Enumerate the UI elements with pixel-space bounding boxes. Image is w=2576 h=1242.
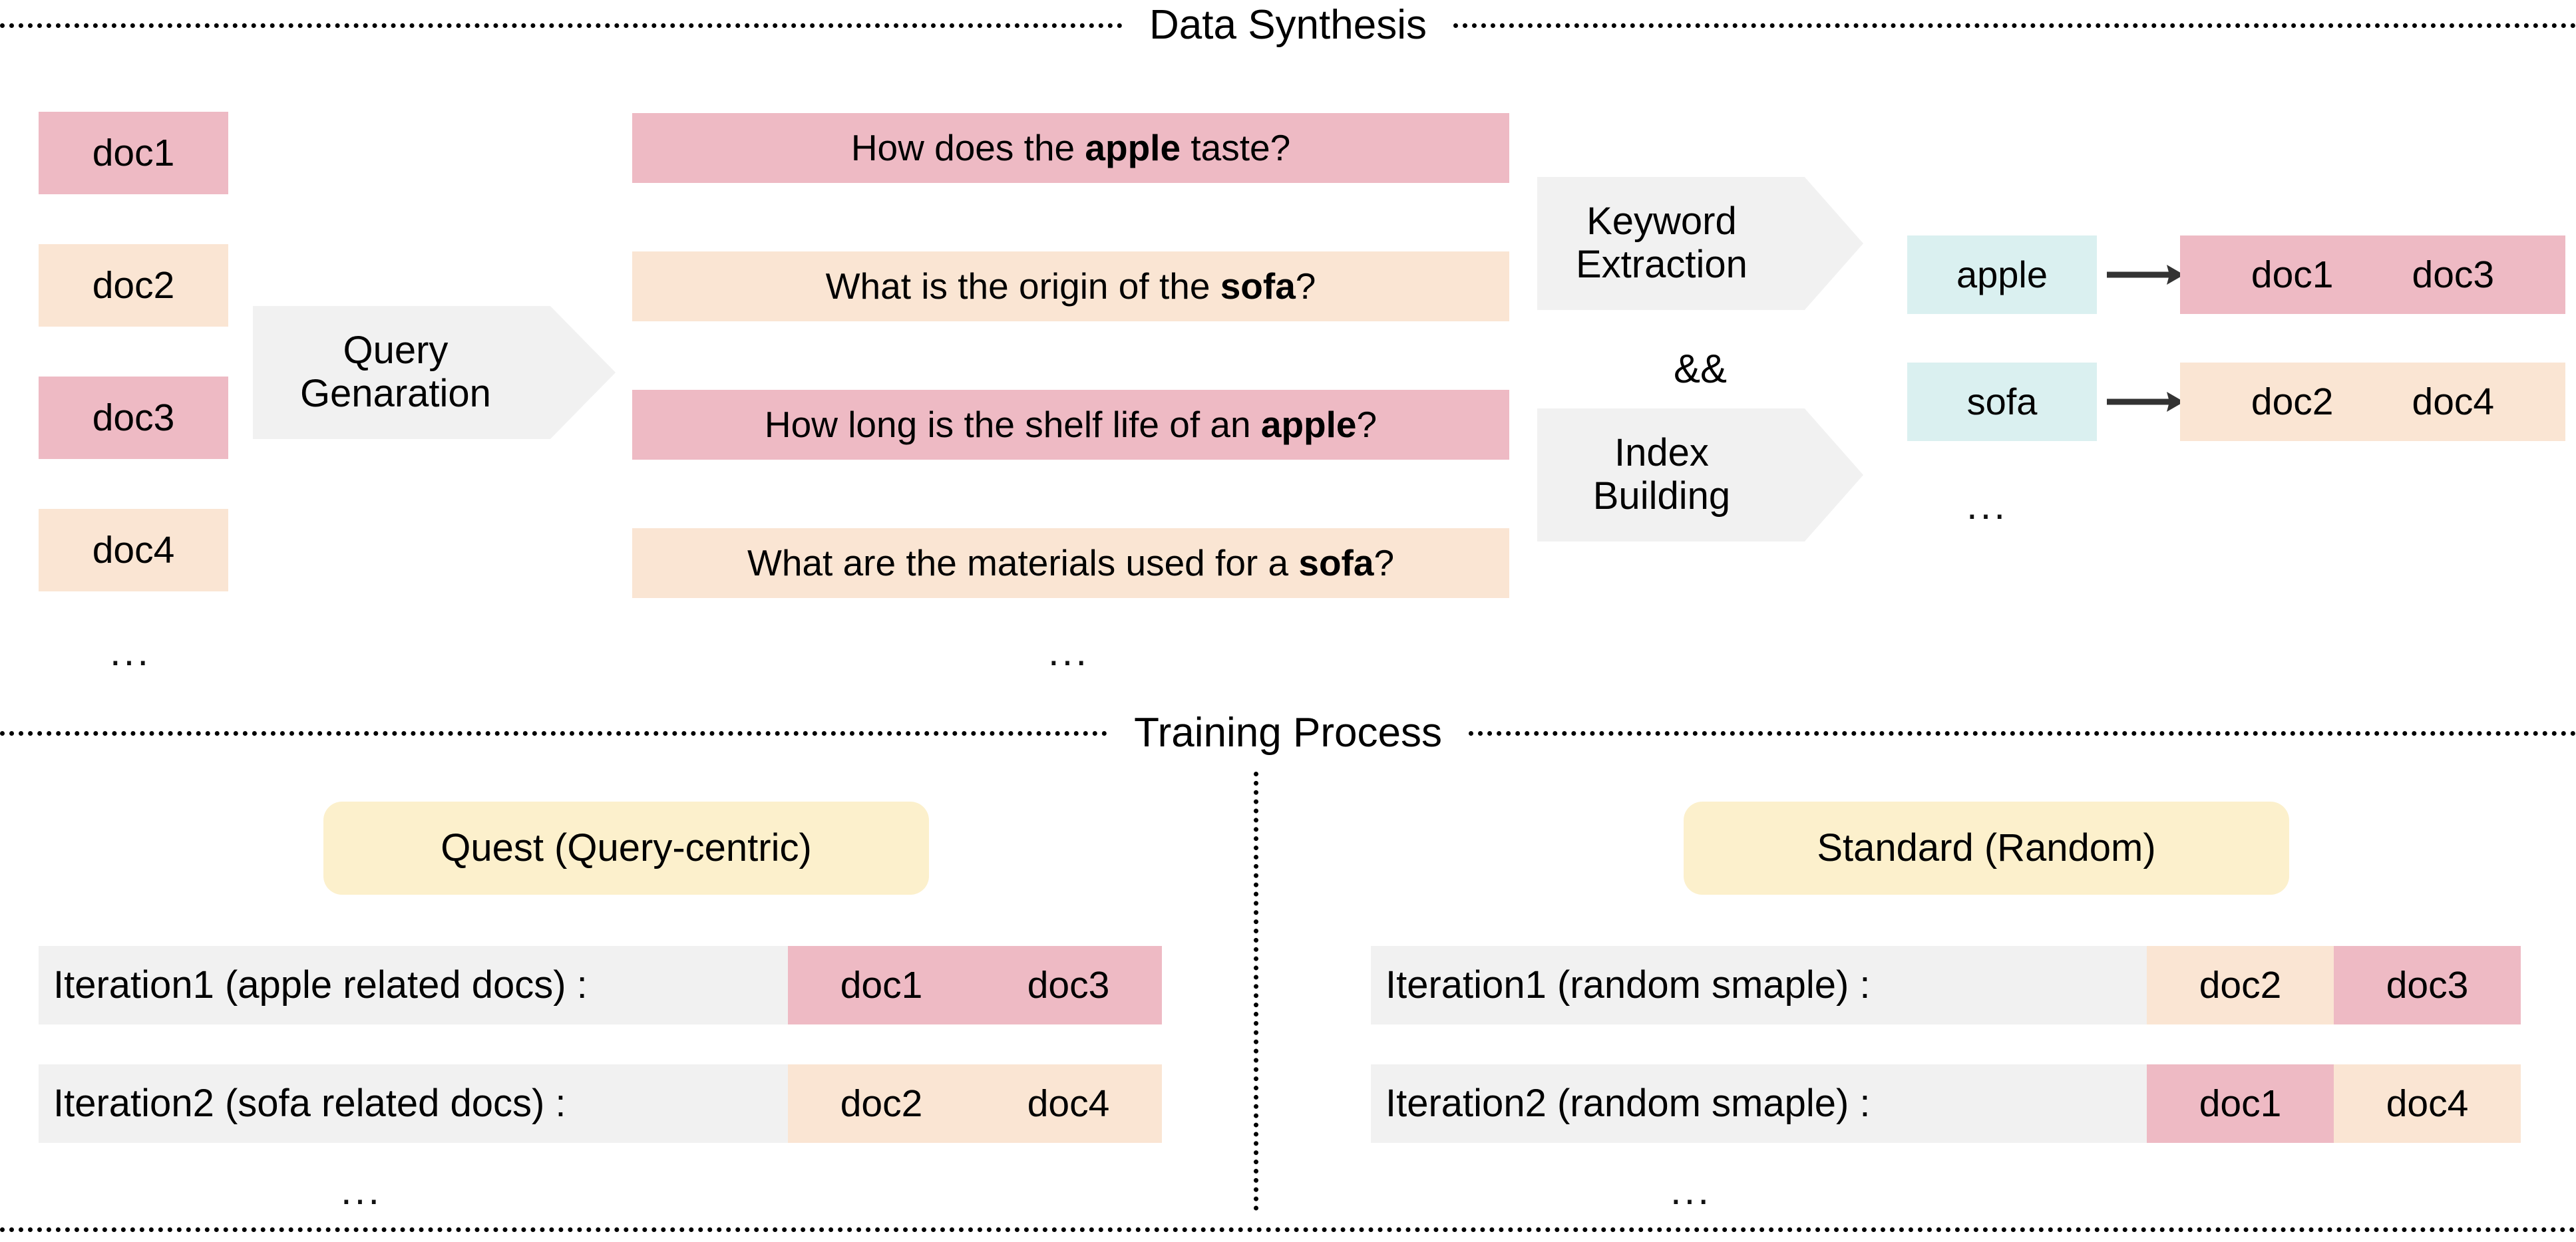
- conjunction-and-and: &&: [1673, 347, 1728, 391]
- section-title-data-synthesis: Data Synthesis: [1149, 2, 1427, 48]
- quest-iteration-doc-label: doc1: [840, 963, 923, 1007]
- index-docs-apple[interactable]: doc1 doc3: [2180, 235, 2565, 314]
- standard-iteration-doc[interactable]: doc4: [2334, 1064, 2521, 1143]
- query-bar-text: What is the origin of the sofa?: [826, 268, 1316, 305]
- query-bar-4[interactable]: What are the materials used for a sofa?: [632, 528, 1509, 598]
- index-building-line2: Building: [1592, 474, 1731, 518]
- query-keyword: sofa: [1220, 265, 1296, 307]
- query-text-post: ?: [1295, 265, 1316, 307]
- index-keyword-apple[interactable]: apple: [1907, 235, 2097, 314]
- query-text-pre: What is the origin of the: [825, 265, 1220, 307]
- quest-iteration-doc[interactable]: doc2: [788, 1064, 975, 1143]
- index-doc-label: doc2: [2251, 380, 2334, 423]
- arrow-right-icon: [2107, 265, 2184, 285]
- index-keyword-sofa[interactable]: sofa: [1907, 363, 2097, 441]
- query-text-post: ?: [1374, 542, 1395, 583]
- index-doc-label: doc3: [2412, 253, 2495, 296]
- training-panel-divider: [1254, 772, 1258, 1211]
- query-text-pre: What are the materials used for a: [747, 542, 1299, 583]
- quest-iteration-label-text: Iteration2 (sofa related docs) :: [53, 1082, 566, 1125]
- standard-iteration-label-text: Iteration1 (random smaple) :: [1385, 963, 1871, 1007]
- query-keyword: apple: [1085, 127, 1181, 168]
- standard-iteration-doc[interactable]: doc2: [2147, 946, 2334, 1024]
- training-panel-title-quest: Quest (Query-centric): [323, 802, 929, 895]
- standard-iteration-row-1[interactable]: Iteration1 (random smaple) : doc2 doc3: [1371, 946, 2521, 1024]
- doc-chip-doc2[interactable]: doc2: [39, 244, 228, 327]
- index-docs-sofa[interactable]: doc2 doc4: [2180, 363, 2565, 441]
- quest-iteration-row-1[interactable]: Iteration1 (apple related docs) : doc1 d…: [39, 946, 1162, 1024]
- index-building-line1: Index: [1614, 431, 1709, 475]
- query-text-pre: How does the: [850, 127, 1085, 168]
- quest-iteration-label: Iteration2 (sofa related docs) :: [39, 1064, 788, 1143]
- standard-iteration-doc-label: doc2: [2199, 963, 2282, 1007]
- doc-chip-doc1[interactable]: doc1: [39, 112, 228, 194]
- keyword-extraction-line1: Keyword: [1586, 200, 1737, 243]
- quest-iteration-doc[interactable]: doc3: [975, 946, 1162, 1024]
- dotted-rule-left: [0, 23, 1123, 28]
- quest-iteration-doc-label: doc2: [840, 1082, 923, 1125]
- quest-iteration-label: Iteration1 (apple related docs) :: [39, 946, 788, 1024]
- query-bar-3[interactable]: How long is the shelf life of an apple?: [632, 390, 1509, 460]
- doc-chip-doc3[interactable]: doc3: [39, 377, 228, 459]
- doc-chip-doc4[interactable]: doc4: [39, 509, 228, 591]
- query-bar-2[interactable]: What is the origin of the sofa?: [632, 251, 1509, 321]
- index-keyword-label: sofa: [1966, 381, 2038, 422]
- query-text-post: ?: [1356, 404, 1378, 445]
- doc-chip-label: doc2: [92, 263, 175, 307]
- training-panel-title-text: Standard (Random): [1817, 826, 2156, 869]
- training-panel-title-standard: Standard (Random): [1684, 802, 2289, 895]
- quest-iteration-row-2[interactable]: Iteration2 (sofa related docs) : doc2 do…: [39, 1064, 1162, 1143]
- quest-iteration-doc-label: doc3: [1027, 963, 1110, 1007]
- query-bar-text: What are the materials used for a sofa?: [747, 545, 1394, 581]
- keyword-extraction-line2: Extraction: [1575, 243, 1748, 286]
- standard-iteration-doc-label: doc1: [2199, 1082, 2282, 1125]
- standard-ellipsis: ...: [1670, 1168, 1712, 1213]
- dotted-rule-right: [1453, 23, 2576, 28]
- query-keyword: apple: [1260, 404, 1357, 445]
- doc-chip-label: doc3: [92, 396, 175, 439]
- bottom-dotted-rule: [0, 1227, 2576, 1232]
- query-text-post: taste?: [1181, 127, 1291, 168]
- query-keyword: sofa: [1298, 542, 1374, 583]
- index-doc-label: doc4: [2412, 380, 2495, 423]
- dotted-rule-right: [1468, 730, 2576, 736]
- standard-iteration-doc-label: doc3: [2386, 963, 2469, 1007]
- query-generation-arrow[interactable]: Query Genaration: [253, 306, 616, 439]
- quest-ellipsis: ...: [341, 1168, 383, 1213]
- standard-iteration-row-2[interactable]: Iteration2 (random smaple) : doc1 doc4: [1371, 1064, 2521, 1143]
- section-header-training-process: Training Process: [0, 712, 2576, 754]
- section-header-data-synthesis: Data Synthesis: [0, 4, 2576, 47]
- query-generation-line1: Query: [343, 329, 449, 373]
- query-bar-1[interactable]: How does the apple taste?: [632, 113, 1509, 183]
- quest-iteration-doc[interactable]: doc1: [788, 946, 975, 1024]
- quest-iteration-doc[interactable]: doc4: [975, 1064, 1162, 1143]
- standard-iteration-label-text: Iteration2 (random smaple) :: [1385, 1082, 1871, 1125]
- index-ellipsis: ...: [1966, 483, 2008, 528]
- doc-chip-label: doc4: [92, 528, 175, 571]
- standard-iteration-doc-label: doc4: [2386, 1082, 2469, 1125]
- keyword-extraction-arrow[interactable]: Keyword Extraction: [1537, 177, 1863, 310]
- dotted-rule-left: [0, 730, 1108, 736]
- query-text-pre: How long is the shelf life of an: [764, 404, 1261, 445]
- index-doc-label: doc1: [2251, 253, 2334, 296]
- arrow-right-icon: [2107, 392, 2184, 412]
- index-arrow-sofa: [2106, 383, 2185, 420]
- query-bar-text: How long is the shelf life of an apple?: [765, 406, 1377, 443]
- quest-iteration-label-text: Iteration1 (apple related docs) :: [53, 963, 588, 1007]
- training-panel-title-text: Quest (Query-centric): [441, 826, 812, 869]
- standard-iteration-label: Iteration1 (random smaple) :: [1371, 946, 2147, 1024]
- quest-iteration-doc-label: doc4: [1027, 1082, 1110, 1125]
- queries-ellipsis: ...: [1048, 629, 1090, 674]
- query-bar-text: How does the apple taste?: [851, 130, 1290, 166]
- index-building-arrow[interactable]: Index Building: [1537, 408, 1863, 542]
- index-keyword-label: apple: [1956, 253, 2048, 295]
- standard-iteration-label: Iteration2 (random smaple) :: [1371, 1064, 2147, 1143]
- section-title-training-process: Training Process: [1134, 710, 1442, 756]
- standard-iteration-doc[interactable]: doc3: [2334, 946, 2521, 1024]
- query-generation-line2: Genaration: [299, 372, 491, 415]
- standard-iteration-doc[interactable]: doc1: [2147, 1064, 2334, 1143]
- corpus-ellipsis: ...: [110, 629, 152, 674]
- index-arrow-apple: [2106, 256, 2185, 293]
- doc-chip-label: doc1: [92, 131, 175, 174]
